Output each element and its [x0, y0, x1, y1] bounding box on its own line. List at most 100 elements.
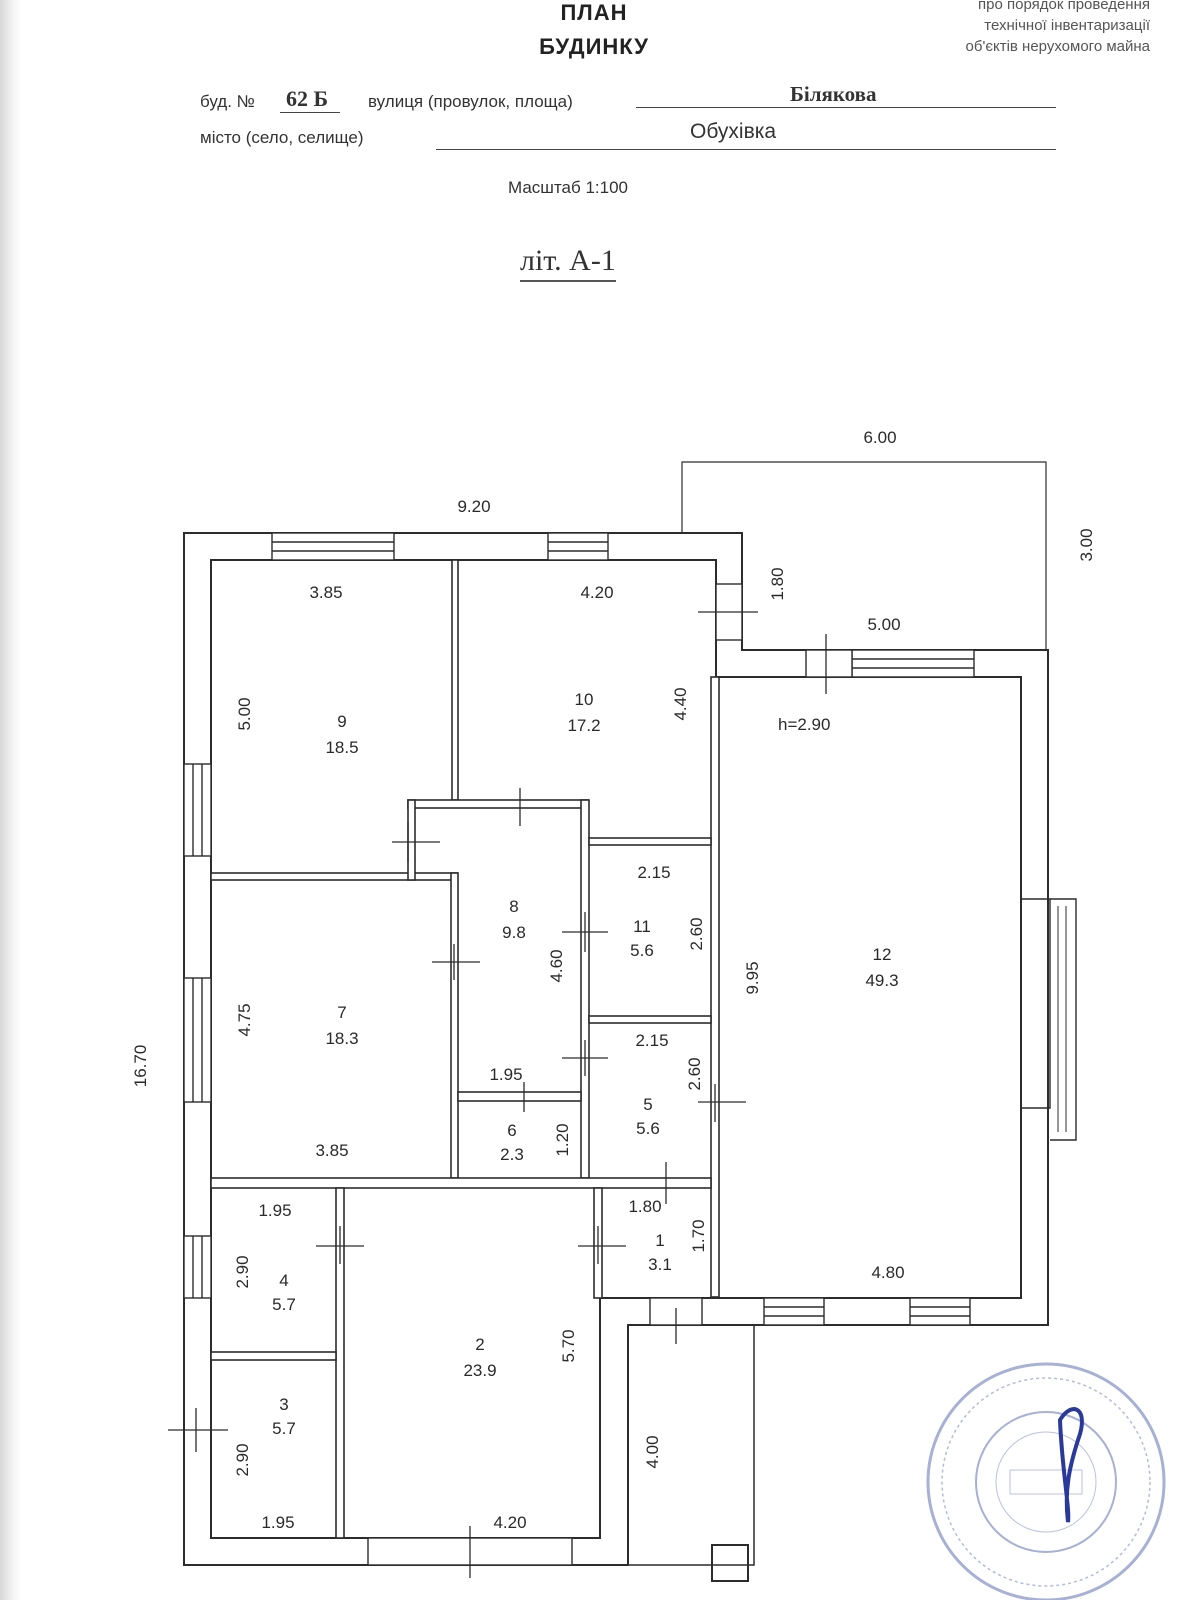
window: [183, 1235, 212, 1299]
room-4-area: 5.7: [272, 1295, 296, 1314]
door: [805, 649, 853, 678]
room-8-area: 9.8: [502, 923, 526, 942]
dim-room12-top: 5.00: [867, 615, 900, 634]
window: [271, 532, 395, 561]
room-9-area: 18.5: [325, 738, 358, 757]
regulation-reference: про порядок проведення технічної інвента…: [820, 0, 1150, 57]
dim-room3-width: 1.95: [261, 1513, 294, 1532]
dim-room10-width: 4.20: [580, 583, 613, 602]
regulation-line: про порядок проведення: [978, 0, 1150, 13]
room-7-number: 7: [337, 1003, 346, 1022]
partitions: [210, 559, 720, 1539]
partition-8-east: [580, 799, 590, 1179]
room-11-area: 5.6: [630, 941, 654, 960]
partition-9-10: [451, 559, 459, 801]
city-value: Обухівка: [690, 120, 777, 143]
outer-wall-inner: [210, 559, 1022, 1539]
dim-overall-depth: 16.70: [131, 1045, 150, 1088]
room-10-number: 10: [575, 690, 594, 709]
room-1-area: 3.1: [648, 1255, 672, 1274]
room-7-area: 18.3: [325, 1029, 358, 1048]
room-11-number: 11: [633, 917, 651, 936]
dimension-labels: 6.00 3.00 9.20 3.85 4.20 1.80 5.00 5.00 …: [131, 428, 1096, 1532]
window: [547, 532, 609, 561]
room-12-number: 12: [873, 945, 892, 964]
room-labels: 9 18.5 10 17.2 8 9.8 11 5.6 12 49.3 7 18…: [272, 690, 898, 1438]
regulation-line: технічної інвентаризації: [984, 17, 1150, 34]
dim-room6-depth: 1.20: [553, 1123, 572, 1156]
dim-room11-width: 2.15: [637, 863, 670, 882]
dim-room1-depth: 1.70: [689, 1219, 708, 1252]
building-number-label: буд. №: [200, 92, 255, 111]
windows: [183, 532, 975, 1566]
room-5-number: 5: [643, 1095, 652, 1114]
dim-notch: 1.80: [768, 567, 787, 600]
window: [183, 977, 212, 1103]
room-6-area: 2.3: [500, 1145, 524, 1164]
door-ticks: [168, 611, 827, 1578]
street-value: Білякова: [790, 82, 877, 106]
regulation-line: об'єктів нерухомого майна: [965, 38, 1150, 55]
dim-room1-width: 1.80: [628, 1197, 661, 1216]
signature: [1057, 1407, 1084, 1523]
partition-8-top: [407, 799, 589, 809]
room-12-area: 49.3: [865, 971, 898, 990]
building-number-underline: [280, 112, 340, 113]
window: [909, 1297, 971, 1326]
street-underline: [636, 107, 1056, 108]
dim-room5-depth: 2.60: [685, 1057, 704, 1090]
room-1-number: 1: [655, 1231, 664, 1250]
window: [763, 1297, 825, 1326]
scale-label: Масштаб 1:100: [508, 178, 628, 197]
partition-4-3: [210, 1351, 337, 1361]
partition-7-8: [450, 872, 459, 1179]
city-underline: [436, 149, 1056, 150]
dim-room10-depth: 4.40: [671, 687, 690, 720]
dim-terrace-depth: 3.00: [1077, 528, 1096, 561]
room-8-number: 8: [509, 897, 518, 916]
room-2-number: 2: [475, 1335, 484, 1354]
partition-4-2: [335, 1187, 345, 1539]
document-title-line2: БУДИНКУ: [539, 34, 649, 59]
room-5-area: 5.6: [636, 1119, 660, 1138]
dim-room4-width: 1.95: [258, 1201, 291, 1220]
document-title-line1: ПЛАН: [560, 0, 628, 25]
dim-terrace-width: 6.00: [863, 428, 896, 447]
dim-room12-bottom: 4.80: [871, 1263, 904, 1282]
dim-top-total: 9.20: [457, 497, 490, 516]
partition-11-top: [588, 837, 712, 846]
room-9-number: 9: [337, 712, 346, 731]
partition-8-6: [457, 1091, 582, 1102]
partition-9-7: [210, 872, 458, 881]
terrace-outline: [681, 461, 1047, 650]
room-3-number: 3: [279, 1395, 288, 1414]
building-letter-label: літ. А-1: [520, 244, 616, 282]
bay-window-frame: [1050, 898, 1077, 1141]
room-4-number: 4: [279, 1271, 288, 1290]
dim-room4-depth: 2.90: [233, 1255, 252, 1288]
dim-room12-depth: 9.95: [743, 961, 762, 994]
scan-shadow-edge: [0, 0, 22, 1600]
dim-room8-depth: 4.60: [547, 949, 566, 982]
partition-mid-horizontal: [210, 1177, 712, 1189]
outer-wall-outer: [183, 532, 1049, 1566]
dim-room5-width: 2.15: [635, 1031, 668, 1050]
dim-room2-width: 4.20: [493, 1513, 526, 1532]
dim-porch-depth: 4.00: [643, 1435, 662, 1468]
dim-room3-depth: 2.90: [233, 1443, 252, 1476]
building-number-value: 62 Б: [286, 86, 329, 111]
dim-room6-width: 1.95: [489, 1065, 522, 1084]
partition-11-5: [588, 1015, 712, 1024]
room-2-area: 23.9: [463, 1361, 496, 1380]
room-6-number: 6: [507, 1121, 516, 1140]
partition-12-west: [710, 676, 720, 1298]
window: [851, 649, 975, 678]
room-3-area: 5.7: [272, 1419, 296, 1438]
dim-room7-depth: 4.75: [235, 1003, 254, 1036]
dim-room9-depth: 5.00: [235, 697, 254, 730]
partition-8-stub: [407, 799, 416, 881]
official-stamp: [926, 1362, 1166, 1600]
city-label: місто (село, селище): [200, 128, 364, 147]
room-10-area: 17.2: [567, 716, 600, 735]
